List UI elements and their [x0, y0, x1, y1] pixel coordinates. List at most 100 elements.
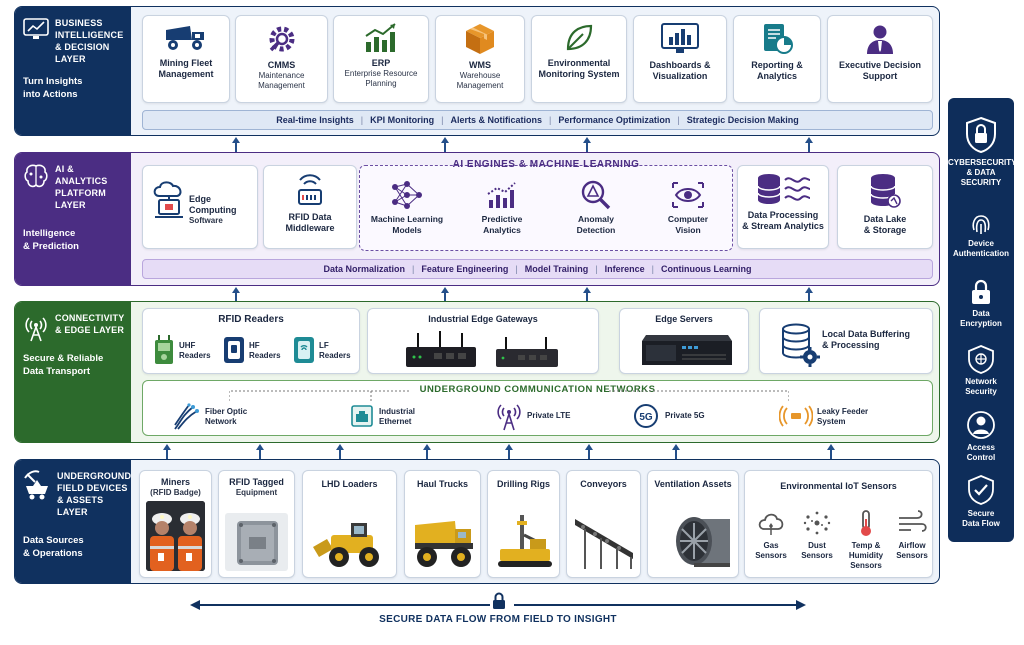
- conn-layer-header: Connectivity& Edge Layer Secure & Reliab…: [15, 302, 131, 442]
- dashboard-monitor-icon: [661, 23, 699, 53]
- user-circle-icon: [967, 411, 995, 439]
- sensor-label: Sensors: [850, 561, 882, 570]
- card-environmental[interactable]: Environmental Monitoring System: [531, 15, 627, 103]
- conn-title-line2: & Edge Layer: [55, 325, 125, 335]
- card-desc: & Stream Analytics: [742, 221, 824, 231]
- report-pie-icon: [764, 24, 793, 54]
- card-desc: Management: [158, 69, 214, 79]
- card-desc: Management: [456, 81, 504, 90]
- shield-check-icon: [968, 475, 994, 505]
- gateways-title: Industrial Edge Gateways: [428, 314, 538, 324]
- sensor-label: Sensors: [801, 551, 833, 560]
- rfid-tag-device: [237, 521, 278, 565]
- card-edge-servers[interactable]: Edge Servers: [619, 308, 749, 374]
- sensor-label: Temp & Humidity: [848, 541, 884, 560]
- rfid-readers-title: RFID Readers: [218, 314, 284, 325]
- fingerprint-icon: [972, 215, 990, 234]
- card-name: Dashboards &: [649, 60, 711, 70]
- field-title-line1: Underground: [57, 471, 132, 481]
- security-item-label: Encryption: [960, 319, 1002, 328]
- card-name: Data Lake: [863, 214, 907, 224]
- card-cmms[interactable]: CMMS Maintenance Management: [235, 15, 328, 103]
- card-desc: Enterprise Resource: [344, 69, 418, 78]
- card-name: Local Data Buffering: [822, 329, 911, 339]
- field-layer-header: UndergroundField Devices& Assets Layer D…: [15, 460, 131, 583]
- ai-analytics-layer: AI & AnalyticsPlatform Layer Intelligenc…: [14, 152, 940, 286]
- card-name: WMS: [469, 60, 491, 70]
- engine-label: Analytics: [483, 225, 521, 235]
- magnifier-alert-icon: [581, 180, 611, 210]
- card-local-buffering[interactable]: Local Data Buffering& Processing: [759, 308, 933, 374]
- card-desc: Monitoring System: [538, 69, 620, 79]
- asset-lhd-loaders[interactable]: LHD Loaders: [302, 470, 397, 578]
- network-label: Industrial: [379, 407, 416, 416]
- network-private-5g[interactable]: 5G Private 5G: [633, 401, 743, 433]
- security-item-label: Device: [968, 239, 994, 248]
- card-data-processing[interactable]: Data Processing & Stream Analytics: [737, 165, 829, 249]
- leaky-feeder-icon: [779, 405, 813, 427]
- network-label: System: [817, 417, 846, 426]
- trend-bars-icon: [487, 182, 516, 208]
- asset-haul-trucks[interactable]: Haul Trucks: [404, 470, 481, 578]
- brain-icon: [24, 164, 48, 188]
- drilling-rig-photo: [494, 513, 553, 571]
- card-data-lake[interactable]: Data Lake & Storage: [837, 165, 933, 249]
- card-executive-decision[interactable]: Executive Decision Support: [827, 15, 933, 103]
- card-dashboards[interactable]: Dashboards & Visualization: [633, 15, 727, 103]
- security-item-label: Security: [965, 387, 997, 396]
- card-erp[interactable]: ERP Enterprise Resource Planning: [333, 15, 429, 103]
- security-item-label: Control: [966, 453, 996, 462]
- asset-label: LHD Loaders: [321, 479, 378, 489]
- card-desc: Warehouse: [459, 71, 501, 80]
- card-rfid-middleware[interactable]: RFID Data Middleware: [263, 165, 357, 249]
- card-wms[interactable]: WMS Warehouse Management: [435, 15, 525, 103]
- strip-item: Strategic Decision Making: [686, 115, 799, 125]
- card-desc: Maintenance: [258, 71, 305, 80]
- card-name: Mining Fleet: [159, 58, 213, 68]
- asset-conveyors[interactable]: Conveyors: [566, 470, 641, 578]
- field-devices-layer: UndergroundField Devices& Assets Layer D…: [14, 459, 940, 584]
- conn-subtitle-line2: Data Transport: [23, 366, 91, 377]
- card-desc: Support: [862, 71, 898, 81]
- padlock-icon: [972, 279, 990, 304]
- asset-drilling-rigs[interactable]: Drilling Rigs: [487, 470, 560, 578]
- airflow-wind-icon: [899, 510, 927, 532]
- card-mining-fleet[interactable]: Mining Fleet Management: [142, 15, 230, 103]
- network-private-lte[interactable]: Private LTE: [495, 401, 605, 433]
- card-edge-gateways[interactable]: Industrial Edge Gateways: [367, 308, 599, 374]
- card-desc: Visualization: [652, 71, 708, 81]
- asset-label: RFID Tagged: [229, 477, 284, 487]
- security-title: & DATA SECURITY: [960, 168, 1002, 187]
- security-item-label: Authentication: [953, 249, 1009, 258]
- card-reporting[interactable]: Reporting & Analytics: [733, 15, 821, 103]
- asset-miners[interactable]: Miners(RFID Badge): [139, 470, 212, 578]
- security-item-label: Network: [965, 377, 997, 386]
- connectivity-edge-layer: Connectivity& Edge Layer Secure & Reliab…: [14, 301, 940, 443]
- asset-ventilation[interactable]: Ventilation Assets: [647, 470, 739, 578]
- executive-person-icon: [867, 25, 893, 54]
- card-name: Executive Decision: [838, 60, 922, 70]
